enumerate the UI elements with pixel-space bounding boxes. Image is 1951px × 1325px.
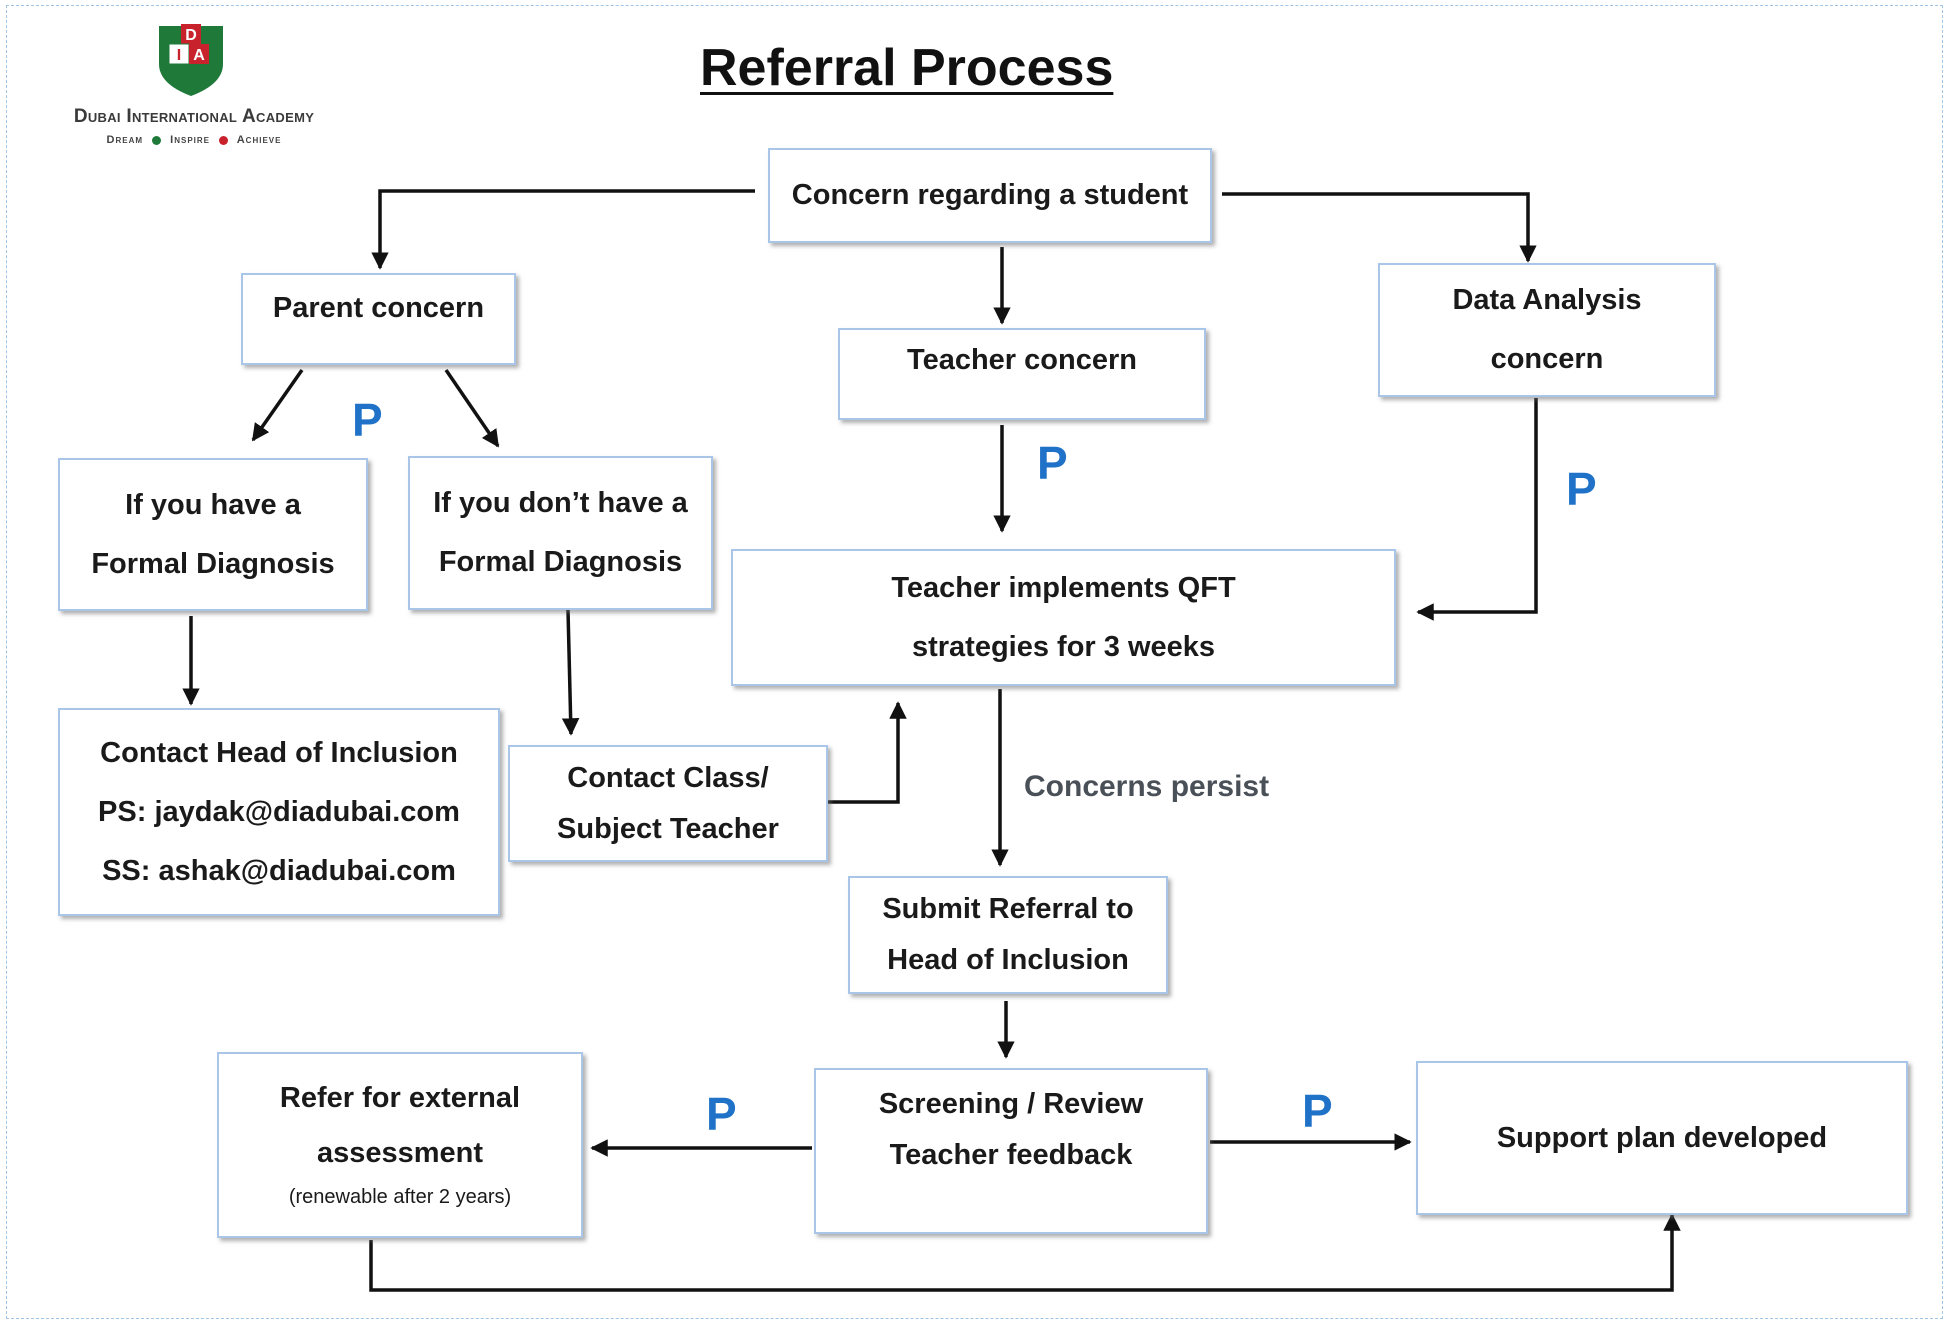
motto-achieve: Achieve: [236, 134, 282, 146]
node-label: Refer for external: [279, 1081, 521, 1114]
p-marker-teacher: P: [1037, 437, 1068, 489]
logo-letter-a: A: [193, 47, 205, 64]
concerns-persist-label: Concerns persist: [1024, 770, 1270, 803]
node-label: Teacher implements QFT: [891, 571, 1236, 604]
node-label: strategies for 3 weeks: [911, 630, 1216, 663]
node-formal-diagnosis-no: If you don’t have a Formal Diagnosis: [408, 456, 713, 610]
node-label: Contact Head of Inclusion: [100, 736, 458, 769]
arrow-data-to-qft: [1416, 398, 1538, 621]
node-label: assessment: [316, 1136, 484, 1169]
arrow-diagnosis-no-to-teacher: [561, 609, 580, 736]
motto-inspire: Inspire: [170, 134, 210, 146]
logo-motto: Dream Inspire Achieve: [24, 134, 364, 146]
node-label: Formal Diagnosis: [438, 546, 683, 578]
node-label: If you don’t have a: [433, 487, 688, 519]
node-label: Support plan developed: [1496, 1121, 1828, 1154]
motto-dot-icon: [152, 135, 162, 145]
node-label: Concern regarding a student: [791, 179, 1189, 211]
node-label: Screening / Review: [878, 1088, 1144, 1120]
node-parent-concern: Parent concern: [241, 273, 516, 365]
node-contact-class-subject-teacher: Contact Class/ Subject Teacher: [508, 745, 828, 862]
arrow-concern-to-parent: [371, 189, 755, 270]
email-ps-link[interactable]: PS: jaydak@diadubai.com: [98, 795, 460, 828]
arrow-external-to-support: [369, 1213, 1681, 1292]
node-label: Teacher feedback: [889, 1139, 1133, 1171]
node-formal-diagnosis-yes: If you have a Formal Diagnosis: [58, 458, 368, 611]
node-note: (renewable after 2 years): [288, 1185, 512, 1208]
arrow-parent-to-diagnosis-no: [444, 369, 500, 448]
node-contact-head-of-inclusion: Contact Head of Inclusion PS: jaydak@dia…: [58, 708, 500, 916]
arrow-concern-to-data: [1222, 192, 1537, 263]
arrow-contact-teacher-to-qft: [828, 701, 907, 804]
node-label: Formal Diagnosis: [91, 547, 335, 580]
page-frame: [6, 5, 1943, 1319]
logo-letter-d: D: [185, 27, 197, 44]
p-marker-parent: P: [352, 394, 383, 446]
node-refer-external-assessment: Refer for external assessment (renewable…: [217, 1052, 583, 1238]
p-marker-support: P: [1302, 1085, 1333, 1137]
node-submit-referral: Submit Referral to Head of Inclusion: [848, 876, 1168, 994]
node-label: Teacher concern: [907, 343, 1137, 376]
node-label: Contact Class/: [567, 761, 769, 794]
arrow-parent-to-diagnosis-yes: [251, 368, 304, 442]
node-label: Submit Referral to: [882, 893, 1134, 925]
node-label: Subject Teacher: [557, 812, 779, 845]
node-data-analysis-concern: Data Analysis concern: [1378, 263, 1716, 397]
node-label: Parent concern: [272, 291, 485, 324]
p-marker-external: P: [706, 1088, 737, 1140]
crest-icon: D I A: [159, 24, 223, 96]
node-teacher-implements-qft: Teacher implements QFT strategies for 3 …: [731, 549, 1396, 686]
node-concern-regarding-student: Concern regarding a student: [768, 148, 1212, 243]
node-label: concern: [1490, 343, 1604, 375]
node-label: Data Analysis: [1452, 284, 1642, 316]
node-screening-review: Screening / Review Teacher feedback: [814, 1068, 1208, 1234]
page-title: Referral Process: [700, 39, 1114, 97]
logo-school-name: Dubai International Academy: [73, 106, 315, 127]
node-teacher-concern: Teacher concern: [838, 328, 1206, 420]
node-label: If you have a: [125, 488, 301, 521]
email-ss-link[interactable]: SS: ashak@diadubai.com: [102, 854, 456, 887]
motto-dot-icon: [219, 135, 229, 145]
logo-letter-i: I: [177, 47, 181, 64]
p-marker-data: P: [1566, 463, 1597, 515]
school-logo: D I A Dubai International Academy Dream …: [24, 18, 364, 154]
node-support-plan-developed: Support plan developed: [1416, 1061, 1908, 1215]
node-label: Head of Inclusion: [887, 944, 1129, 976]
motto-dream: Dream: [106, 134, 144, 146]
